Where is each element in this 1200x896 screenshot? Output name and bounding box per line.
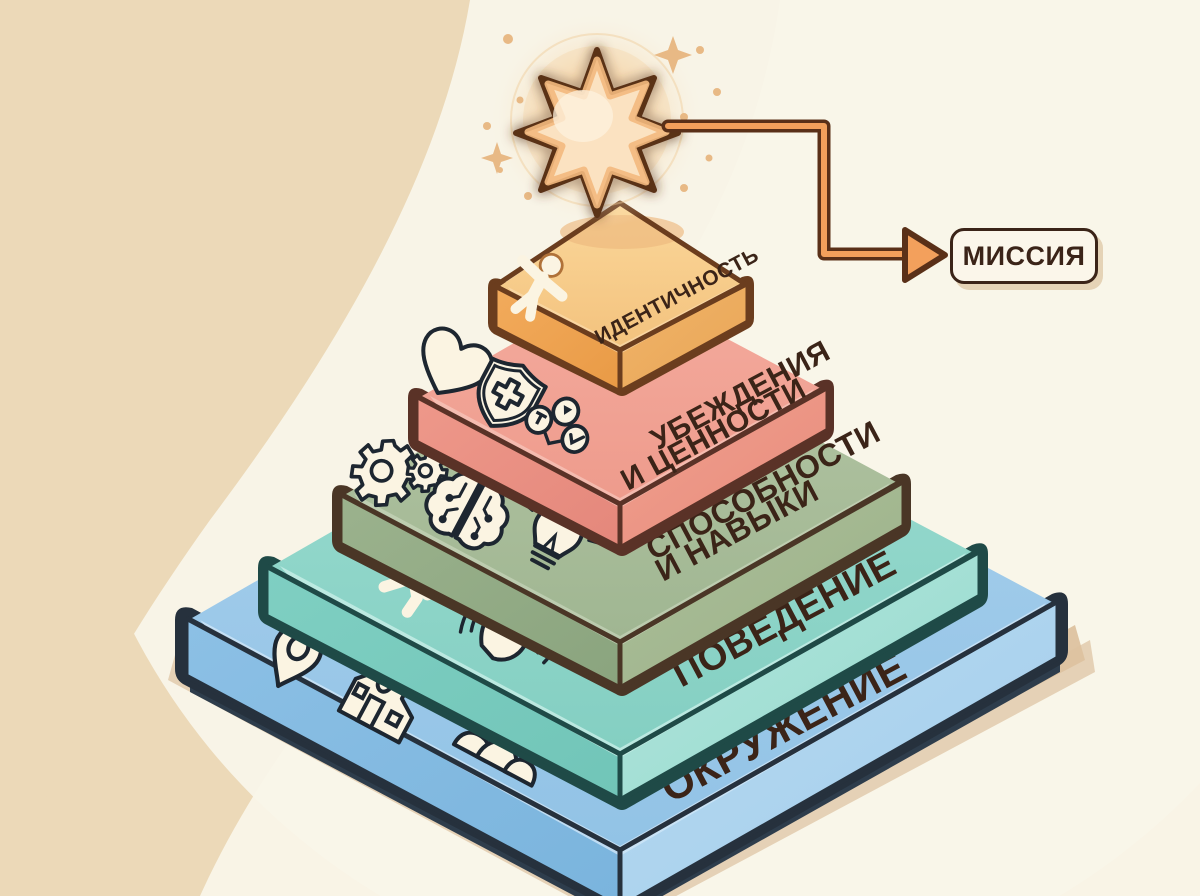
connector-fill [665, 123, 915, 257]
pyramid-level-identity[interactable]: ИДЕНТИЧНОСТЬ [488, 200, 763, 396]
mission-star-group[interactable] [481, 12, 721, 228]
mission-connector-arrow [661, 119, 948, 283]
star-inner-highlight [553, 90, 613, 142]
capabilities-right-face [620, 484, 904, 690]
environment-edge-bottom [183, 602, 1061, 896]
star-sparkles [481, 34, 721, 200]
identity-edge-top [492, 200, 748, 353]
mission-label: МИССИЯ [962, 240, 1086, 271]
person-arms-raised-icon [510, 252, 568, 322]
behavior-left-face [266, 568, 620, 802]
beliefs-left-face [416, 398, 620, 550]
environment-right-face [620, 604, 1058, 896]
brain-icon [424, 471, 510, 551]
connector-arrowhead [902, 227, 948, 283]
identity-top-face [500, 205, 742, 348]
environment-left-face [186, 620, 620, 896]
behavior-right-face [620, 554, 980, 802]
background-left-panel-2 [0, 0, 470, 896]
network-nodes-icon [524, 396, 590, 454]
shield-cross-icon [476, 356, 548, 428]
connector-outline [661, 119, 919, 261]
capabilities-left-face [340, 496, 620, 690]
beliefs-right-face [620, 390, 828, 550]
identity-right-face [620, 286, 748, 392]
mission-callout-box[interactable]: МИССИЯ [950, 228, 1098, 284]
